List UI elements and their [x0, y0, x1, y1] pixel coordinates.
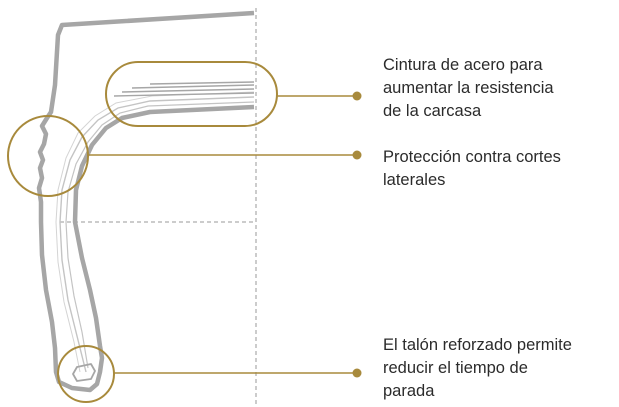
steel-belt-3 [131, 84, 255, 89]
steel-belt-highlight [105, 61, 278, 127]
bead-highlight [57, 345, 115, 403]
tire-inner-liner [59, 96, 255, 373]
leader-dots [352, 91, 362, 378]
carcass-ply-inner [55, 91, 255, 373]
reinforced-bead-label-line-2: reducir el tiempo de [383, 359, 528, 377]
tire-outer-contour [36, 10, 255, 393]
reinforced-bead-label-line-3: parada [383, 382, 435, 400]
steel-belt-2 [121, 88, 255, 93]
steel-belt-leader-dot [352, 91, 362, 101]
cut-protection-label: Protección contra cortes laterales [383, 146, 619, 192]
reinforced-bead-label: El talón reforzado permite reducir el ti… [383, 334, 619, 403]
steel-belt-1 [113, 92, 255, 97]
cut-protection-highlight [7, 115, 89, 197]
leader-lines [88, 95, 356, 374]
cut-protection-label-line-1: Protección contra cortes [383, 148, 561, 166]
reinforced-bead-label-line-1: El talón reforzado permite [383, 336, 572, 354]
steel-belt-4 [149, 81, 255, 85]
steel-belt-label-line-3: de la carcasa [383, 102, 482, 120]
steel-belt-label-line-1: Cintura de acero para [383, 56, 543, 74]
carcass-ply [65, 101, 255, 369]
bead-leader-dot [352, 368, 362, 378]
bead-core [72, 363, 96, 382]
steel-belt-layers [113, 81, 255, 97]
cut-protection-label-line-2: laterales [383, 171, 446, 189]
steel-belt-label-line-2: aumentar la resistencia [383, 79, 554, 97]
cut-protection-leader-dot [352, 150, 362, 160]
steel-belt-label: Cintura de acero para aumentar la resist… [383, 54, 619, 123]
